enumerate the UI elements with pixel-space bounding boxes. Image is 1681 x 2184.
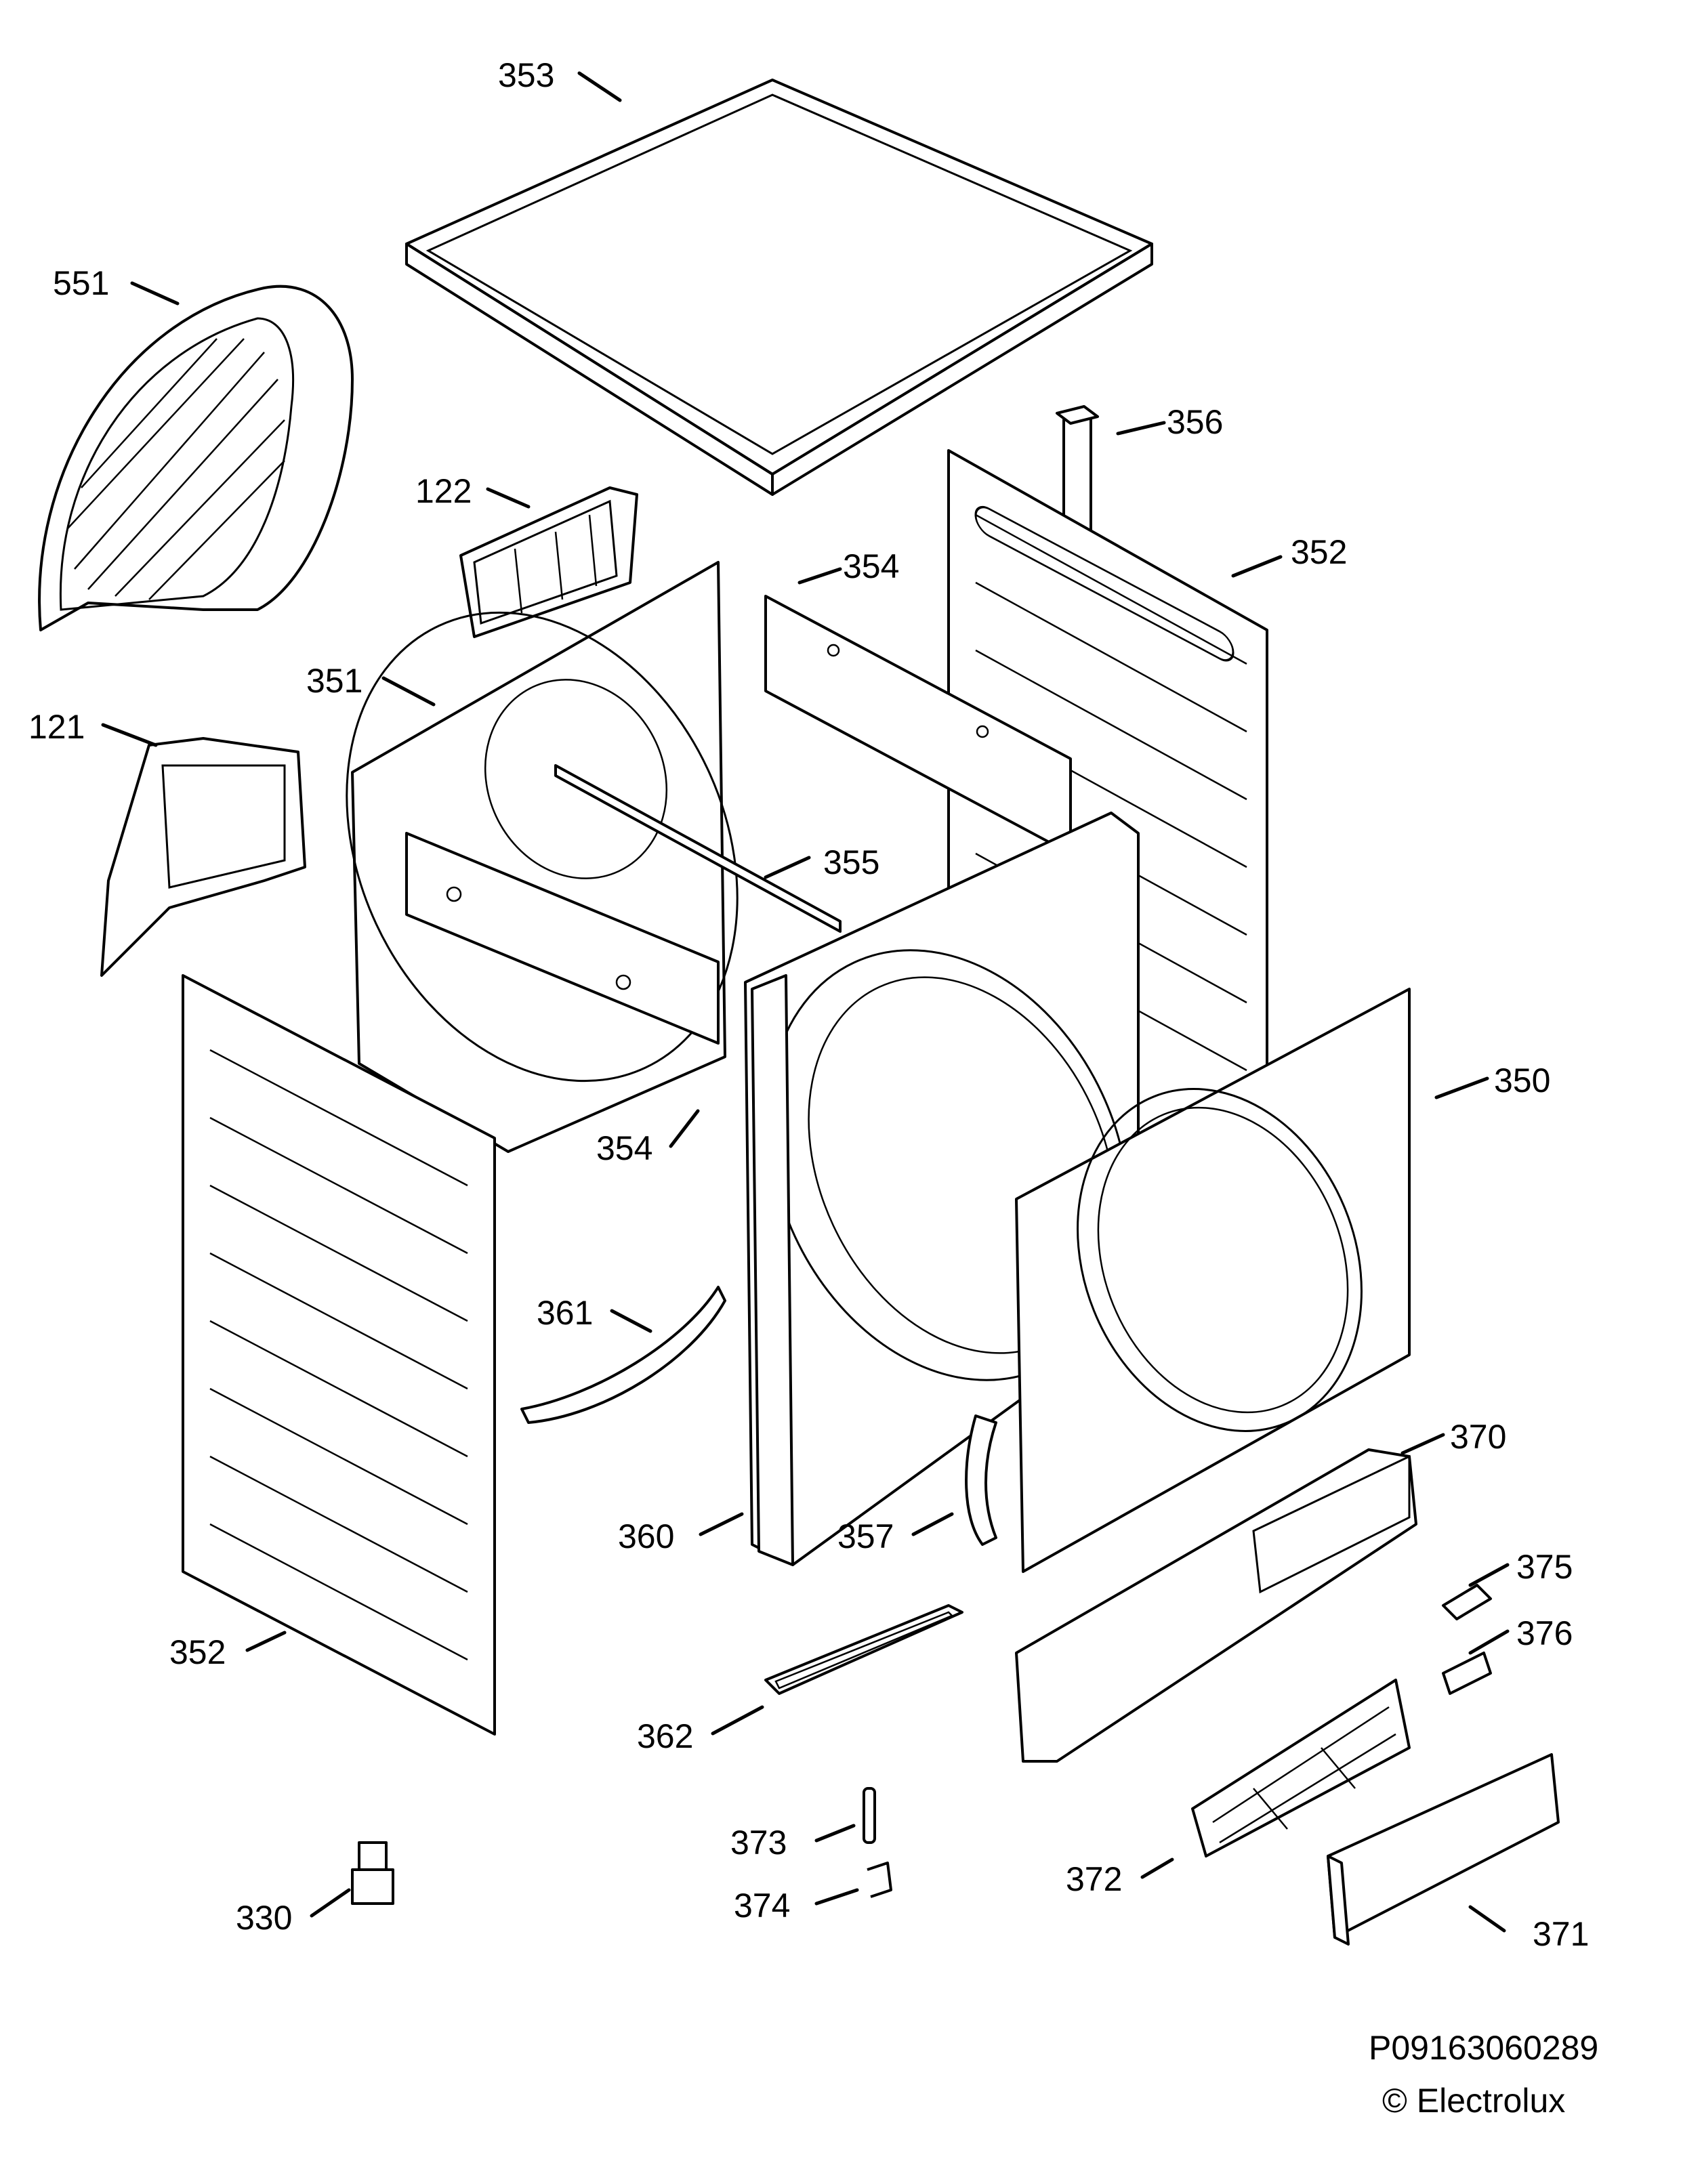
label-350: 350 [1494,1062,1550,1099]
label-352-right: 352 [1291,533,1347,571]
label-122: 122 [415,472,472,510]
part-375-switch [1442,1584,1492,1620]
label-362: 362 [637,1717,693,1755]
part-357-bracket [965,1414,997,1546]
label-375: 375 [1516,1548,1573,1586]
part-376-switch [1442,1652,1492,1695]
part-352-side-panel-left [182,974,496,1736]
label-121: 121 [28,708,85,746]
part-551-rear-grille [38,285,354,631]
diagram-code: P09163060289 [1369,2029,1598,2067]
part-351-rear-panel [346,561,739,1153]
label-354-top: 354 [843,547,899,585]
label-355: 355 [823,843,879,881]
part-121-air-duct [100,737,306,977]
part-361-curved-strip [520,1286,726,1424]
part-353-top-lid [405,79,1153,496]
label-330: 330 [236,1899,292,1937]
label-370: 370 [1450,1418,1506,1456]
part-330-foot [351,1841,394,1905]
label-376: 376 [1516,1614,1573,1652]
copyright-notice: © Electrolux [1382,2082,1565,2120]
part-372-filter-grille [1191,1679,1411,1857]
label-361: 361 [537,1294,593,1332]
part-373-pin [863,1787,876,1844]
part-355-cross-bar [554,764,842,933]
label-372: 372 [1066,1860,1122,1898]
label-353: 353 [498,56,554,94]
part-374-clip [867,1862,892,1898]
part-354-lower-bracket [405,832,720,1045]
part-371-kick-plate [1327,1753,1560,1946]
part-350-front-panel [1015,988,1411,1573]
label-360: 360 [618,1517,674,1555]
leader-lines [101,71,1510,1933]
label-357: 357 [837,1517,894,1555]
label-352-left: 352 [169,1633,226,1671]
label-354-bottom: 354 [596,1129,652,1167]
label-356: 356 [1167,403,1223,441]
part-122-filter-housing [459,486,638,638]
part-370-control-panel [1015,1448,1417,1763]
label-371: 371 [1533,1915,1589,1953]
label-551: 551 [53,264,109,302]
part-362-gasket [764,1604,963,1695]
label-351: 351 [306,662,362,700]
label-374: 374 [734,1887,790,1925]
callout-labels: 353 551 356 122 354 352 351 121 355 354 … [28,56,1589,1953]
label-373: 373 [730,1824,787,1862]
